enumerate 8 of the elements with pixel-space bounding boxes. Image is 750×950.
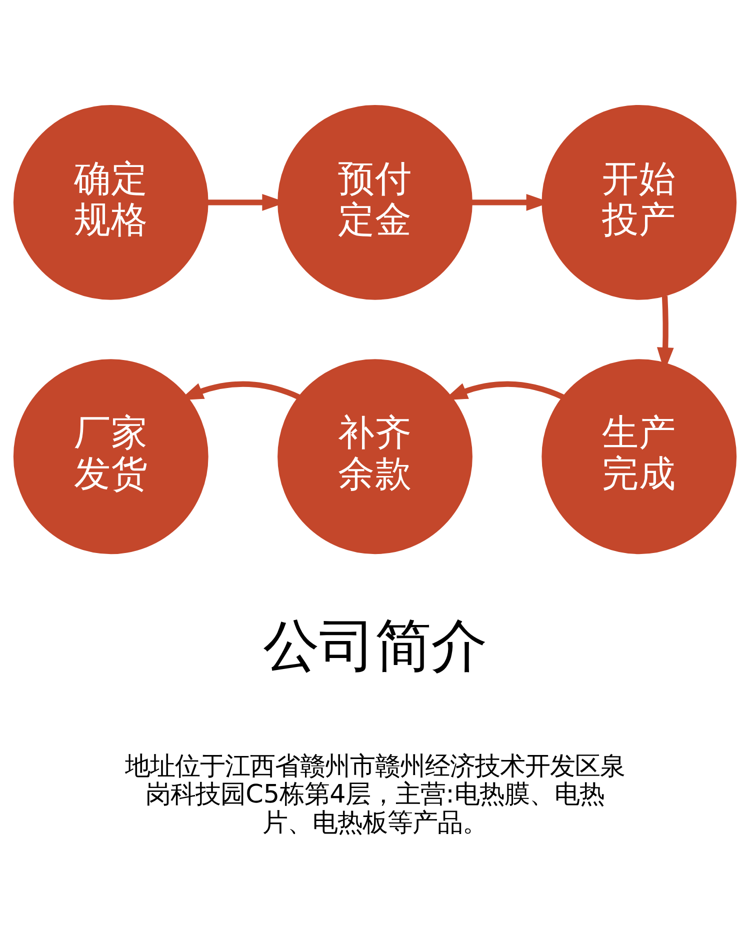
node-circle: 生产完成 xyxy=(542,359,737,554)
node-circle: 厂家发货 xyxy=(13,359,208,554)
node-circle: 确定规格 xyxy=(13,104,208,300)
label: 公司简介 xyxy=(263,614,487,679)
node-circle: 开始投产 xyxy=(542,104,737,300)
node-circle: 补齐余款 xyxy=(278,359,472,554)
label: 地址位于江西省赣州市赣州经济技术开发区泉岗科技园C5栋第4层，主营:电热膜、电热片、电热板等产品。 xyxy=(125,750,625,837)
node-circle: 预付定金 xyxy=(278,104,472,300)
